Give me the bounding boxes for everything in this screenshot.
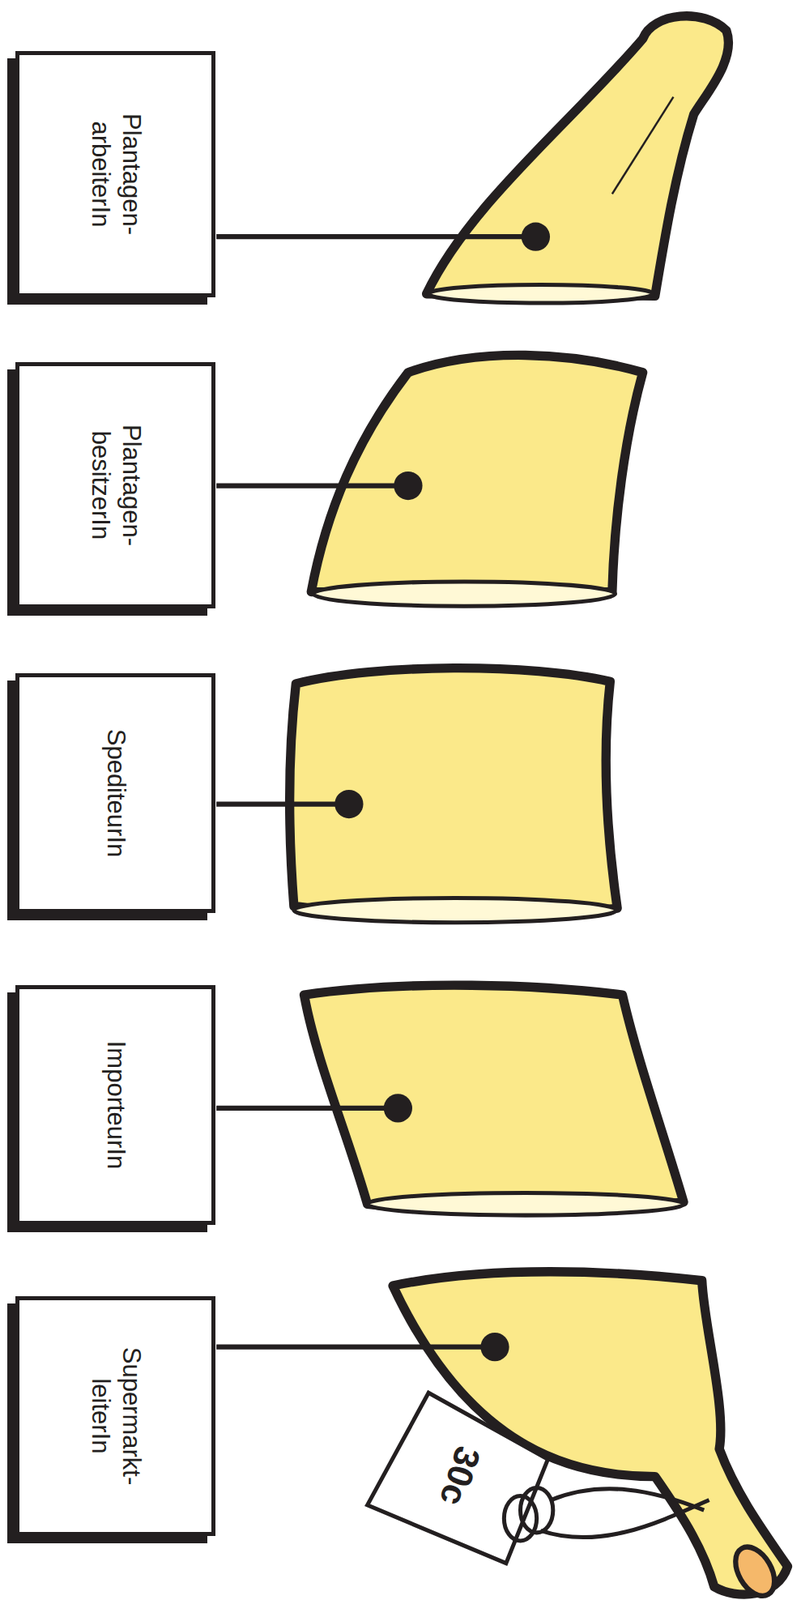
role-label: Supermarkt- leiterIn bbox=[85, 1322, 147, 1509]
role-label: SpediteurIn bbox=[100, 699, 132, 887]
banana-segment bbox=[311, 354, 643, 592]
price-tag bbox=[367, 1392, 710, 1563]
banana-tip bbox=[426, 16, 729, 296]
role-box: Plantagen- besitzerIn bbox=[15, 362, 216, 609]
role-box: ImporteurIn bbox=[15, 984, 216, 1225]
banana-segment bbox=[289, 668, 618, 916]
role-box: Supermarkt- leiterIn bbox=[15, 1295, 216, 1536]
role-label: ImporteurIn bbox=[100, 1011, 132, 1198]
banana-segment bbox=[303, 984, 684, 1211]
role-box: SpediteurIn bbox=[15, 673, 216, 913]
role-box: Plantagen- arbeiterIn bbox=[15, 51, 216, 298]
role-label: Plantagen- besitzerIn bbox=[85, 391, 147, 579]
role-label: Plantagen- arbeiterIn bbox=[85, 80, 147, 268]
